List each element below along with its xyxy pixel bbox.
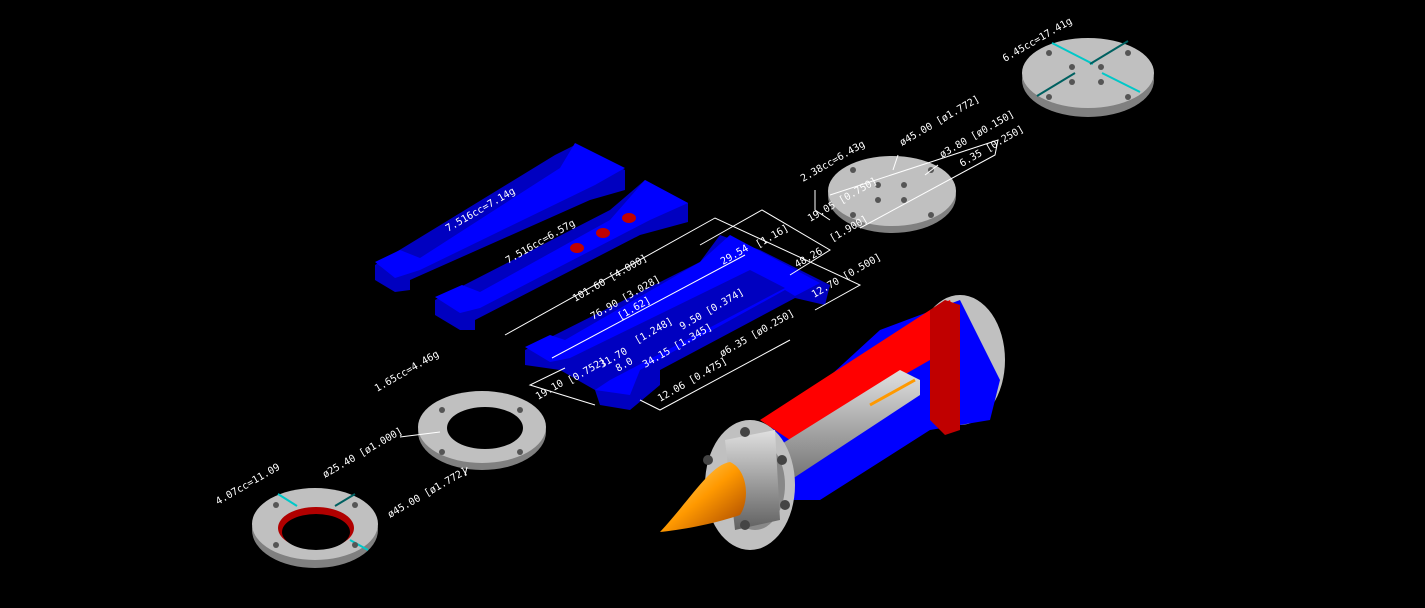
label-frame-end: 19.10 bbox=[534, 378, 566, 403]
label-ring-mass: 1.65cc=4.46g bbox=[373, 349, 441, 395]
dimension-labels: 6.45cc=17.41g ø45.00 [ø1.772] ø3.80 [ø0.… bbox=[214, 16, 1074, 521]
perforated-disc bbox=[828, 156, 956, 233]
slotted-disc-top bbox=[1022, 38, 1154, 117]
nozzle-assembly-section bbox=[660, 295, 1005, 550]
flat-ring bbox=[418, 391, 546, 470]
link-bar-1 bbox=[375, 143, 625, 292]
label-ring-od: ø45.00 [ø1.772] bbox=[386, 466, 470, 521]
label-ring-id: ø25.40 [ø1.000] bbox=[321, 426, 405, 481]
dimension-lines bbox=[399, 139, 999, 476]
fork-frame bbox=[525, 235, 830, 410]
link-bar-2 bbox=[435, 180, 688, 330]
label-frame-thk: 12.70 [0.500] bbox=[810, 252, 883, 301]
slotted-collar bbox=[252, 488, 378, 568]
label-frame-slot-in: [1.16] bbox=[754, 223, 791, 251]
